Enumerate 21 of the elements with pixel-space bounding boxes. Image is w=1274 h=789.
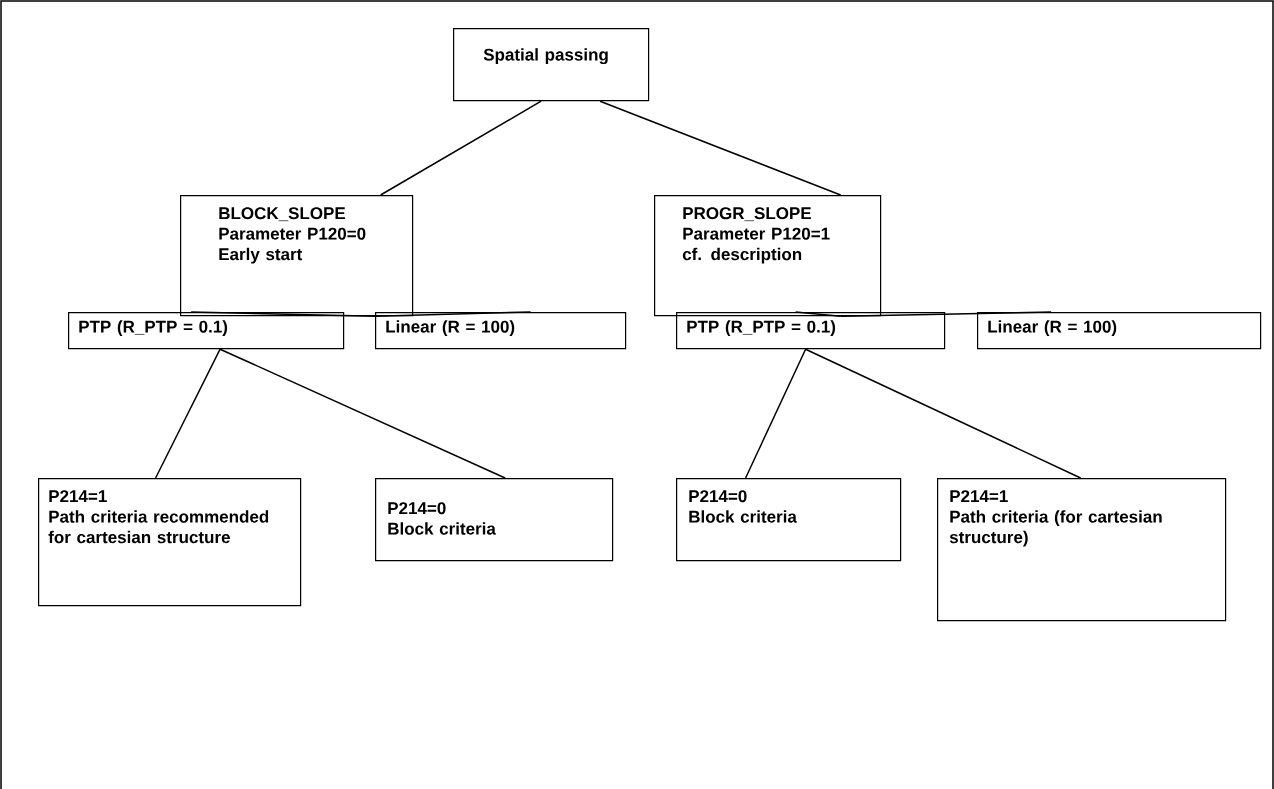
text-box: PTP (R_PTP = 0.1) [68,312,345,350]
text-box: P214=1 Path criteria recommended for cartesian structure [38,478,302,607]
text-box: PTP (R_PTP = 0.1) [676,312,946,350]
text-box: PROGR_SLOPE Parameter P120=1 cf. description [654,195,882,317]
connector-line [794,311,842,317]
connector-line [190,311,377,317]
text-box: Linear (R = 100) [375,312,627,350]
text-box: Spatial passing [453,28,650,102]
connector-line [839,311,1052,317]
text-box: BLOCK_SLOPE Parameter P120=0 Early start [180,195,414,317]
text-box: P214=0 Block criteria [375,478,614,562]
connector-line [219,348,506,479]
connector-line [379,100,542,196]
connector-line [744,348,807,479]
text-box: P214=1 Path criteria (for cartesian structure) [937,478,1227,622]
connector-line [599,100,842,196]
text-box: Linear (R = 100) [977,312,1262,350]
connector-line [154,348,221,479]
connector-line [374,311,532,317]
text-box: P214=0 Block criteria [676,478,902,562]
connector-line [804,348,1082,479]
